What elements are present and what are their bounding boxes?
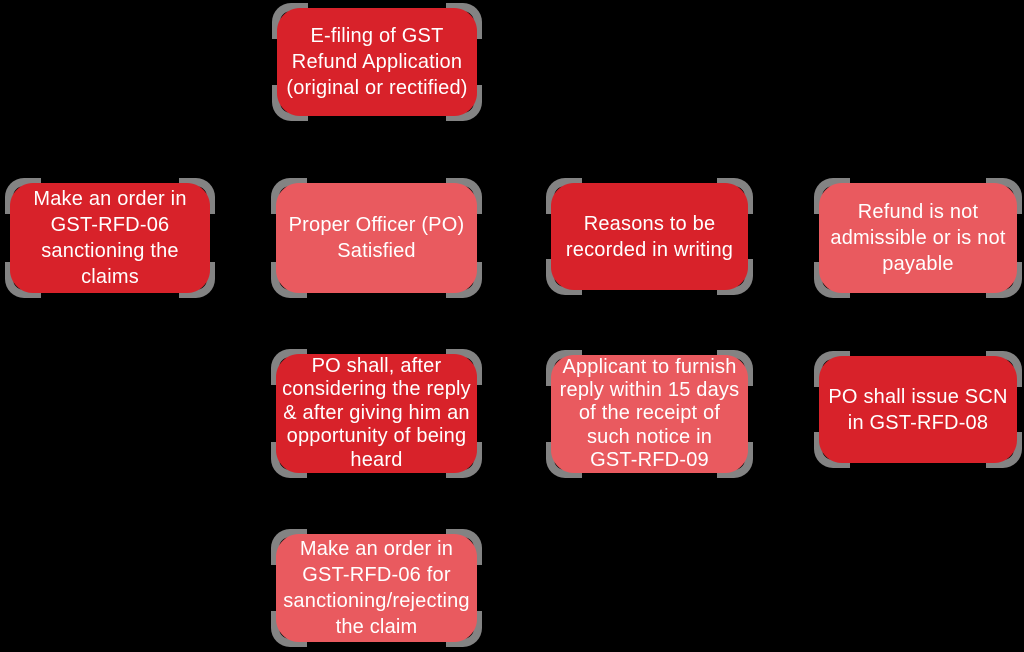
node-body: Make an order in GST-RFD-06 for sanction… (276, 534, 477, 642)
corner-accent (814, 262, 850, 298)
corner-accent (546, 442, 582, 478)
corner-accent (546, 259, 582, 295)
node-label: Refund is not admissible or is not payab… (830, 201, 1006, 275)
corner-accent (814, 178, 850, 214)
flow-node-applicant-furnish-reply: Applicant to furnish reply within 15 day… (546, 350, 753, 478)
node-body: PO shall, after considering the reply & … (276, 354, 477, 473)
corner-accent (446, 3, 482, 39)
corner-accent (271, 262, 307, 298)
corner-accent (271, 178, 307, 214)
flow-node-refund-not-admissible: Refund is not admissible or is not payab… (814, 178, 1022, 298)
corner-accent (986, 178, 1022, 214)
node-label: Make an order in GST-RFD-06 for sanction… (283, 538, 470, 638)
corner-accent (986, 351, 1022, 387)
corner-accent (546, 178, 582, 214)
flow-node-reasons-recorded: Reasons to be recorded in writing (546, 178, 753, 295)
corner-accent (814, 351, 850, 387)
node-label: Applicant to furnish reply within 15 day… (559, 355, 740, 472)
corner-accent (5, 262, 41, 298)
corner-accent (179, 178, 215, 214)
corner-accent (179, 262, 215, 298)
flow-node-po-considering-reply: PO shall, after considering the reply & … (271, 349, 482, 478)
node-body: Proper Officer (PO) Satisfied (276, 183, 477, 293)
corner-accent (717, 350, 753, 386)
corner-accent (717, 178, 753, 214)
corner-accent (446, 349, 482, 385)
node-body: Refund is not admissible or is not payab… (819, 183, 1017, 293)
flow-node-order-sanction-reject: Make an order in GST-RFD-06 for sanction… (271, 529, 482, 647)
corner-accent (272, 85, 308, 121)
node-label: Make an order in GST-RFD-06 sanctioning … (33, 188, 187, 288)
corner-accent (986, 432, 1022, 468)
corner-accent (446, 442, 482, 478)
flow-node-po-satisfied: Proper Officer (PO) Satisfied (271, 178, 482, 298)
node-label: E-filing of GST Refund Application (orig… (286, 25, 468, 99)
node-body: Reasons to be recorded in writing (551, 183, 748, 290)
corner-accent (271, 349, 307, 385)
node-label: PO shall issue SCN in GST-RFD-08 (828, 385, 1008, 434)
node-label: PO shall, after considering the reply & … (282, 355, 471, 471)
corner-accent (717, 259, 753, 295)
corner-accent (814, 432, 850, 468)
corner-accent (446, 85, 482, 121)
corner-accent (986, 262, 1022, 298)
corner-accent (272, 3, 308, 39)
corner-accent (271, 611, 307, 647)
corner-accent (446, 262, 482, 298)
flow-node-efiling-gst-refund: E-filing of GST Refund Application (orig… (272, 3, 482, 121)
corner-accent (446, 611, 482, 647)
node-body: Make an order in GST-RFD-06 sanctioning … (10, 183, 210, 293)
flow-node-order-sanctioning-claims: Make an order in GST-RFD-06 sanctioning … (5, 178, 215, 298)
corner-accent (546, 350, 582, 386)
node-label: Reasons to be recorded in writing (565, 212, 734, 261)
corner-accent (717, 442, 753, 478)
node-body: PO shall issue SCN in GST-RFD-08 (819, 356, 1017, 463)
flow-node-po-issue-scn: PO shall issue SCN in GST-RFD-08 (814, 351, 1022, 468)
corner-accent (5, 178, 41, 214)
node-label: Proper Officer (PO) Satisfied (288, 214, 465, 262)
corner-accent (446, 178, 482, 214)
corner-accent (271, 442, 307, 478)
corner-accent (271, 529, 307, 565)
corner-accent (446, 529, 482, 565)
node-body: E-filing of GST Refund Application (orig… (277, 8, 477, 116)
node-body: Applicant to furnish reply within 15 day… (551, 355, 748, 473)
